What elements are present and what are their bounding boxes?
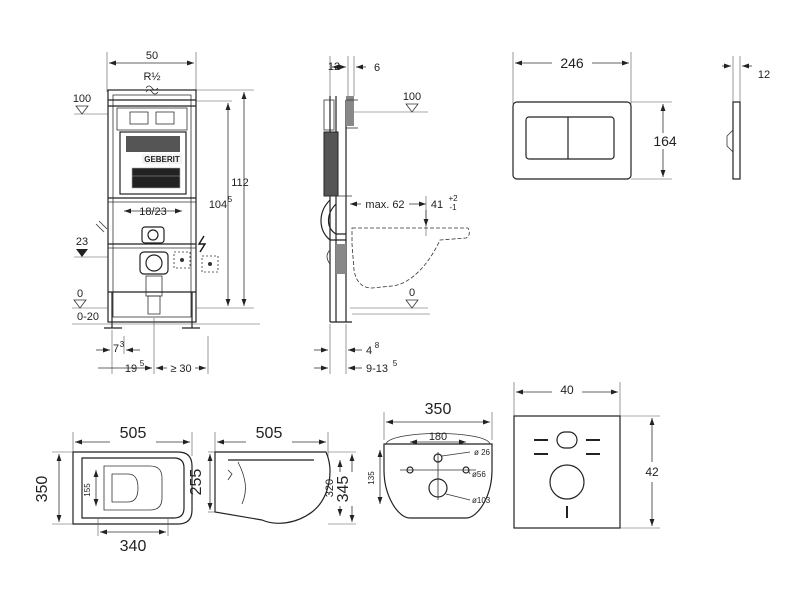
side-depth-range-sup: 5 bbox=[393, 359, 398, 368]
side-level-0-label: 0 bbox=[409, 287, 415, 299]
plate-height-label: 164 bbox=[653, 133, 677, 149]
mat-width-label: 40 bbox=[560, 383, 574, 397]
side-pan-tol-minus: -1 bbox=[449, 203, 457, 212]
plate-side-depth-label: 12 bbox=[758, 69, 770, 81]
side-level-100-label: 100 bbox=[403, 91, 421, 103]
flush-plate-front: 246 164 bbox=[512, 52, 682, 180]
side-depth-b-label: 6 bbox=[374, 62, 380, 74]
toilet-top-inner-label: 155 bbox=[83, 483, 92, 497]
mat-height-label: 42 bbox=[645, 465, 659, 479]
toilet-side-height-b-label: 320 bbox=[324, 479, 336, 497]
toilet-back-dim135-label: 135 bbox=[367, 471, 376, 485]
frame-inner-label: 18/23 bbox=[139, 206, 167, 218]
frame-height-label: 112 bbox=[231, 177, 249, 189]
frame-side-view: 12 6 100 max. 62 41 +2 -1 bbox=[314, 56, 470, 375]
side-depth-a-label: 12 bbox=[328, 61, 340, 73]
toilet-back-d56-label: ø56 bbox=[472, 470, 486, 479]
frame-height-alt-sup: 5 bbox=[228, 195, 233, 204]
svg-text:GEBERIT: GEBERIT bbox=[144, 155, 180, 164]
frame-level-23-label: 23 bbox=[76, 236, 88, 248]
toilet-back-bolt-spacing-label: 180 bbox=[429, 431, 447, 443]
frame-width-label: 50 bbox=[146, 50, 158, 62]
side-depth-c-sup: 8 bbox=[375, 341, 380, 350]
toilet-side-height-c-label: 345 bbox=[335, 476, 352, 503]
toilet-back-d103-label: ø103 bbox=[472, 496, 491, 505]
frame-min-label: ≥ 30 bbox=[170, 363, 191, 375]
insulation-mat: 40 42 bbox=[513, 381, 663, 529]
plate-width-label: 246 bbox=[560, 55, 584, 71]
frame-foot-sup: 3 bbox=[120, 340, 125, 349]
toilet-back-view: 350 180 135 ø 26 ø56 ø103 bbox=[367, 400, 493, 519]
frame-level-100-label: 100 bbox=[73, 93, 91, 105]
toilet-top-length-label: 505 bbox=[120, 425, 147, 442]
flush-plate-side: 12 bbox=[722, 56, 770, 180]
side-pan-height-label: 41 bbox=[431, 199, 443, 211]
frame-floor-range-label: 0-20 bbox=[77, 311, 99, 323]
toilet-side-height-a-label: 255 bbox=[188, 469, 205, 496]
side-depth-range-label: 9-13 bbox=[366, 363, 388, 375]
frame-level-0-label: 0 bbox=[77, 288, 83, 300]
frame-foot-label: 7 bbox=[113, 343, 119, 355]
toilet-back-width-label: 350 bbox=[425, 401, 452, 418]
frame-thread-label: R½ bbox=[143, 71, 160, 83]
toilet-back-d26-label: ø 26 bbox=[474, 448, 491, 457]
side-max-label: max. 62 bbox=[365, 199, 404, 211]
frame-height-alt-label: 104 bbox=[209, 199, 227, 211]
toilet-top-view: 505 155 350 340 bbox=[34, 425, 193, 556]
frame-front-view: 50 R½ 100 GEBERIT 18/23 bbox=[72, 50, 260, 375]
toilet-top-width-label: 350 bbox=[34, 476, 51, 503]
side-depth-c-label: 4 bbox=[366, 345, 372, 357]
frame-offset-label: 19 bbox=[125, 363, 137, 375]
toilet-top-base-label: 340 bbox=[120, 538, 147, 555]
toilet-side-length-label: 505 bbox=[256, 425, 283, 442]
frame-offset-sup: 5 bbox=[140, 359, 145, 368]
toilet-side-view: 505 255 320 345 bbox=[188, 425, 356, 525]
side-pan-tol-plus: +2 bbox=[448, 194, 458, 203]
